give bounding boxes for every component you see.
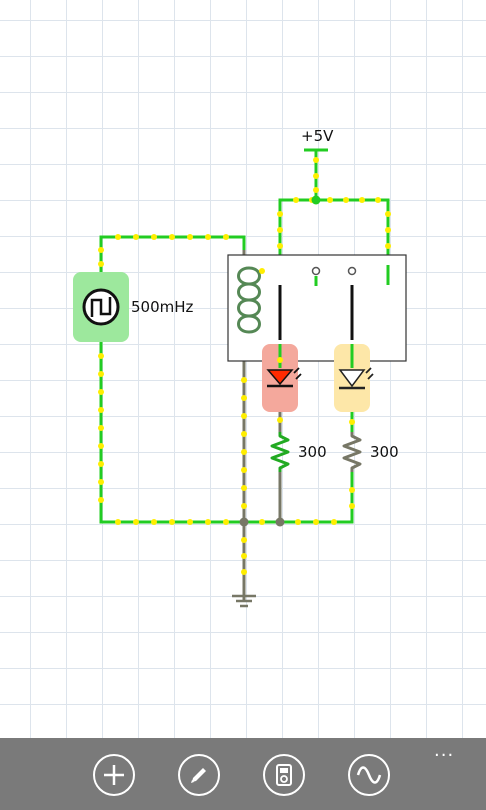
source-frequency-label: 500mHz	[131, 298, 194, 316]
circuit-diagram[interactable]: +5V 500mHz	[0, 0, 486, 738]
pencil-icon	[191, 768, 206, 783]
resistor-left-value: 300	[298, 443, 327, 461]
sine-wave-icon	[356, 766, 382, 784]
add-button[interactable]	[93, 754, 135, 796]
resistor-right-value: 300	[370, 443, 399, 461]
led-yellow[interactable]	[334, 344, 374, 412]
plus-icon	[104, 765, 124, 785]
supply-label: +5V	[301, 127, 334, 145]
app-bar	[0, 738, 486, 810]
scope-button[interactable]	[348, 754, 390, 796]
square-wave-source[interactable]: 500mHz	[73, 272, 194, 342]
edit-button[interactable]	[178, 754, 220, 796]
meter-button[interactable]	[263, 754, 305, 796]
circuit-canvas[interactable]: +5V 500mHz	[0, 0, 486, 738]
relay-coil	[237, 266, 261, 334]
multimeter-icon	[276, 764, 292, 786]
more-menu-button[interactable]: ...	[434, 740, 455, 761]
relay[interactable]	[227, 254, 407, 362]
ground-symbol[interactable]	[232, 594, 256, 608]
junctions	[239, 195, 321, 527]
square-wave-icon	[90, 297, 112, 317]
resistor-right[interactable]: 300	[342, 432, 399, 472]
supply-terminal[interactable]: +5V	[301, 127, 334, 152]
resistor-left[interactable]: 300	[270, 432, 327, 472]
led-red[interactable]	[262, 344, 302, 412]
